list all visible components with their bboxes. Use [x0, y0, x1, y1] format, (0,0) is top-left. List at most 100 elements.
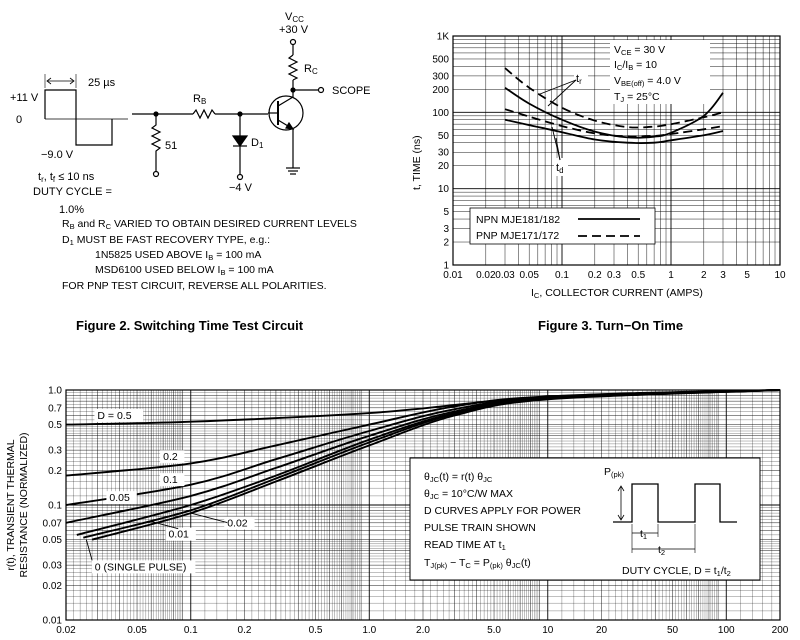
pulse-zero-label: 0 [16, 114, 22, 126]
series-label-bg [165, 527, 196, 541]
series-label-bg [106, 491, 137, 505]
d1-label: D1 [251, 137, 264, 150]
duty-value-label: 1.0% [59, 204, 84, 216]
r51-label: 51 [165, 140, 177, 152]
info-line-4: READ TIME AT t1 [424, 539, 506, 552]
series-line-td-pnp [504, 108, 724, 138]
conditions-box [610, 40, 710, 104]
x-tick-label: 2.0 [416, 625, 430, 636]
series-label-bg [224, 516, 255, 530]
y-tick-label: 100 [432, 108, 449, 119]
y-tick-label: 0.1 [48, 501, 62, 512]
series-label: 0.02 [227, 518, 248, 530]
neg4v-label: −4 V [229, 182, 253, 194]
series-label: 0.01 [168, 529, 189, 541]
y-axis-title-line1: r(t), TRANSIENT THERMAL [5, 439, 17, 570]
tr-label-bg [574, 69, 588, 87]
circuit-note-1: D1 MUST BE FAST RECOVERY TYPE, e.g.: [62, 234, 270, 247]
circuit-note-4: FOR PNP TEST CIRCUIT, REVERSE ALL POLARI… [62, 280, 327, 292]
x-tick-label: 0.05 [519, 270, 539, 281]
plot-frame [452, 35, 781, 266]
legend-box [469, 207, 656, 245]
y-tick-label: 30 [438, 148, 450, 159]
transistor-symbol [268, 90, 304, 175]
x-tick-label: 5 [744, 270, 750, 281]
info-line-5: TJ(pk) − TC = P(pk) θJC(t) [424, 557, 531, 570]
x-tick-label: 2 [701, 270, 707, 281]
rb-label: RB [193, 93, 206, 106]
pulse-train-waveform [613, 483, 737, 523]
condition-line-0: VCE = 30 V [614, 44, 665, 57]
rise-fall-label: tr, tf ≤ 10 ns [38, 171, 95, 184]
y-tick-label: 1 [443, 261, 449, 272]
r51-resistor [150, 114, 162, 172]
rc-label: RC [304, 63, 318, 76]
y-tick-label: 3 [443, 224, 449, 235]
x-tick-label: 0.1 [555, 270, 569, 281]
x-tick-label: 0.05 [127, 625, 147, 636]
condition-line-2: VBE(off) = 4.0 V [614, 75, 681, 88]
y-tick-label: 200 [432, 85, 449, 96]
x-tick-label: 1.0 [362, 625, 376, 636]
y-tick-label: 2 [443, 238, 449, 249]
series-label-bg [94, 408, 144, 422]
y-axis-title: t, TIME (ns) [411, 135, 423, 190]
rc-resistor [287, 54, 299, 81]
tr-label: tr [576, 73, 582, 86]
x-tick-label: 0.5 [631, 270, 645, 281]
circuit-note-0: RB and RC VARIED TO OBTAIN DESIRED CURRE… [62, 218, 357, 231]
series-label: D = 0.5 [97, 410, 131, 422]
y-tick-label: 500 [432, 54, 449, 65]
legend-pnp-label: PNP MJE171/172 [476, 230, 559, 242]
series-label-bg [160, 473, 185, 487]
x-tick-label: 0.01 [443, 270, 463, 281]
series-label: 0.1 [163, 474, 178, 486]
x-tick-label: 0.02 [476, 270, 496, 281]
x-tick-label: 3 [720, 270, 726, 281]
y-tick-label: 0.5 [48, 420, 62, 431]
y-tick-label: 0.05 [43, 535, 63, 546]
rb-resistor [192, 108, 216, 120]
series-label: 0 (SINGLE PULSE) [95, 561, 187, 573]
x-tick-label: 10 [542, 625, 554, 636]
pulse-width-label: 25 µs [88, 77, 116, 89]
collector-network [287, 38, 325, 94]
base-network [132, 108, 268, 181]
vcc-value: +30 V [279, 24, 309, 36]
y-tick-label: 20 [438, 161, 450, 172]
y-tick-label: 0.03 [43, 561, 63, 572]
y-tick-label: 0.01 [43, 616, 63, 627]
x-tick-label: 0.2 [238, 625, 252, 636]
circuit-note-2: 1N5825 USED ABOVE IB = 100 mA [95, 249, 261, 262]
info-line-0: θJC(t) = r(t) θJC [424, 471, 493, 484]
duty-cycle-formula: DUTY CYCLE, D = t1/t2 [622, 565, 731, 578]
d001-pointer [151, 520, 179, 530]
pulse-low-label: −9.0 V [41, 149, 74, 161]
y-tick-label: 0.2 [48, 466, 62, 477]
y-tick-label: 10 [438, 184, 450, 195]
condition-line-3: TJ = 25°C [614, 91, 660, 104]
ppk-arrow-head [617, 485, 625, 492]
info-line-1: θJC = 10°C/W MAX [424, 488, 513, 501]
t2-label: t2 [658, 544, 665, 557]
info-line-2: D CURVES APPLY FOR POWER [424, 505, 581, 517]
y-tick-label: 300 [432, 71, 449, 82]
info-box [409, 457, 761, 581]
pulse-high-label: +11 V [10, 92, 39, 104]
condition-line-1: IC/IB = 10 [614, 59, 657, 72]
circuit-note-3: MSD6100 USED BELOW IB = 100 mA [95, 264, 274, 277]
td-pointer [555, 137, 561, 161]
y-tick-label: 0.7 [48, 403, 62, 414]
x-tick-label: 0.5 [309, 625, 323, 636]
x-tick-label: 10 [774, 270, 786, 281]
x-tick-label: 0.2 [588, 270, 602, 281]
info-line-3: PULSE TRAIN SHOWN [424, 522, 536, 534]
d1-diode [231, 135, 249, 148]
x-tick-label: 0.02 [56, 625, 76, 636]
x-tick-label: 200 [772, 625, 789, 636]
x-tick-label: 0.03 [495, 270, 515, 281]
x-tick-label: 100 [718, 625, 735, 636]
